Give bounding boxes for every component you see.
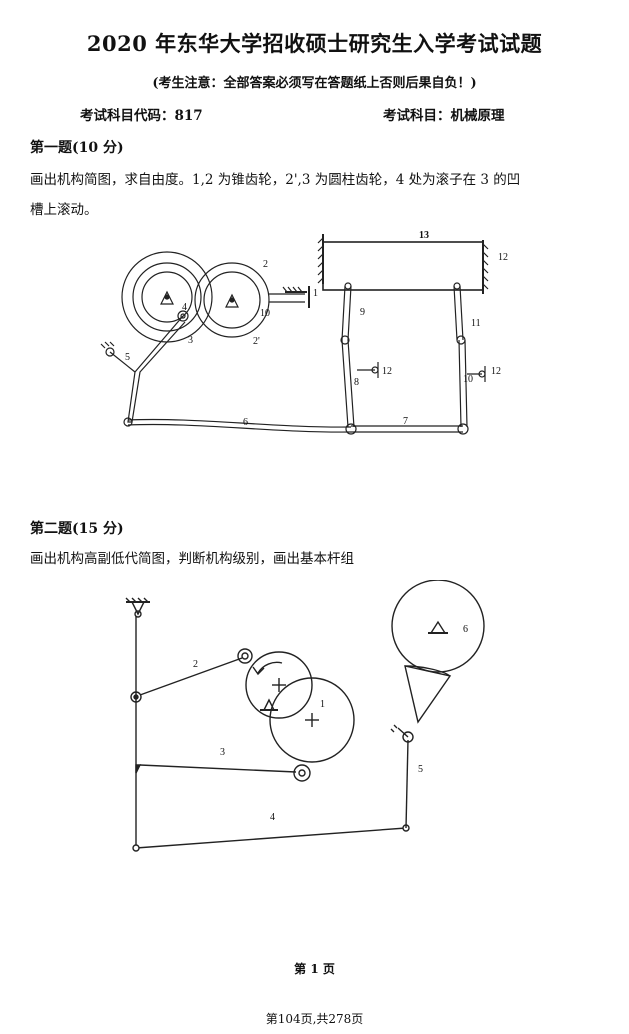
question-1-mechanism-figure: 2 10 2' 3 4 5 6 7 8 9 10 11 12 12 12 13 … xyxy=(100,230,508,435)
label-5: 5 xyxy=(418,764,423,775)
label-2: 2 xyxy=(263,259,268,270)
label-5: 5 xyxy=(125,352,130,363)
question-1-text-line1: 画出机构简图，求自由度。1,2 为锥齿轮，2',3 为圆柱齿轮，4 处为滚子在 … xyxy=(30,172,521,188)
label-12-d: 12 xyxy=(498,252,508,263)
subject-name: 考试科目：机械原理 xyxy=(383,108,505,124)
question-1-heading: 第一题(10 分) xyxy=(30,140,124,156)
disc-6 xyxy=(391,580,485,673)
label-10: 10 xyxy=(463,374,473,385)
pivot-5 xyxy=(105,347,115,357)
label-1: 1 xyxy=(313,288,318,299)
label-8: 8 xyxy=(354,377,359,388)
joint-link2 xyxy=(130,691,142,703)
pivot-3-icon xyxy=(160,290,174,305)
gear-2-outer xyxy=(194,262,270,338)
label-6: 6 xyxy=(243,417,248,428)
roller-4 xyxy=(177,310,189,322)
subject-code: 考试科目代码：817 xyxy=(80,108,203,124)
label-4: 4 xyxy=(182,302,187,313)
question-1-text-line2: 槽上滚动。 xyxy=(30,202,98,218)
exam-title: 2020 年东华大学招收硕士研究生入学考试试题 xyxy=(86,31,543,56)
question-2-heading: 第二题(15 分) xyxy=(30,521,124,537)
pivot-2-icon xyxy=(225,293,239,308)
label-3: 3 xyxy=(188,335,193,346)
gear-3-groove xyxy=(132,262,202,332)
disc-1 xyxy=(269,677,355,763)
label-13: 13 xyxy=(419,230,429,241)
question-2-mechanism-figure: 2 3 4 5 6 1 xyxy=(125,580,485,852)
label-4: 4 xyxy=(270,812,275,823)
label-12-c: 12 xyxy=(491,366,501,377)
label-1: 1 xyxy=(320,699,325,710)
label-7: 7 xyxy=(403,416,408,427)
gear-2-inner xyxy=(203,271,261,329)
label-2-prime: 2' xyxy=(253,336,260,347)
label-6: 6 xyxy=(463,624,468,635)
label-11: 11 xyxy=(471,318,481,329)
label-3: 3 xyxy=(220,747,225,758)
page-label: 第 1 页 xyxy=(294,962,335,976)
label-12-a: 10 xyxy=(260,308,270,319)
label-12-b: 12 xyxy=(382,366,392,377)
label-2: 2 xyxy=(193,659,198,670)
disc-upper xyxy=(245,651,313,719)
exam-notice: (考生注意：全部答案必须写在答题纸上否则后果自负！) xyxy=(152,76,477,91)
label-9: 9 xyxy=(360,307,365,318)
question-2-text: 画出机构高副低代简图，判断机构级别，画出基本杆组 xyxy=(30,551,354,567)
pagination: 第104页,共278页 xyxy=(265,1012,364,1026)
